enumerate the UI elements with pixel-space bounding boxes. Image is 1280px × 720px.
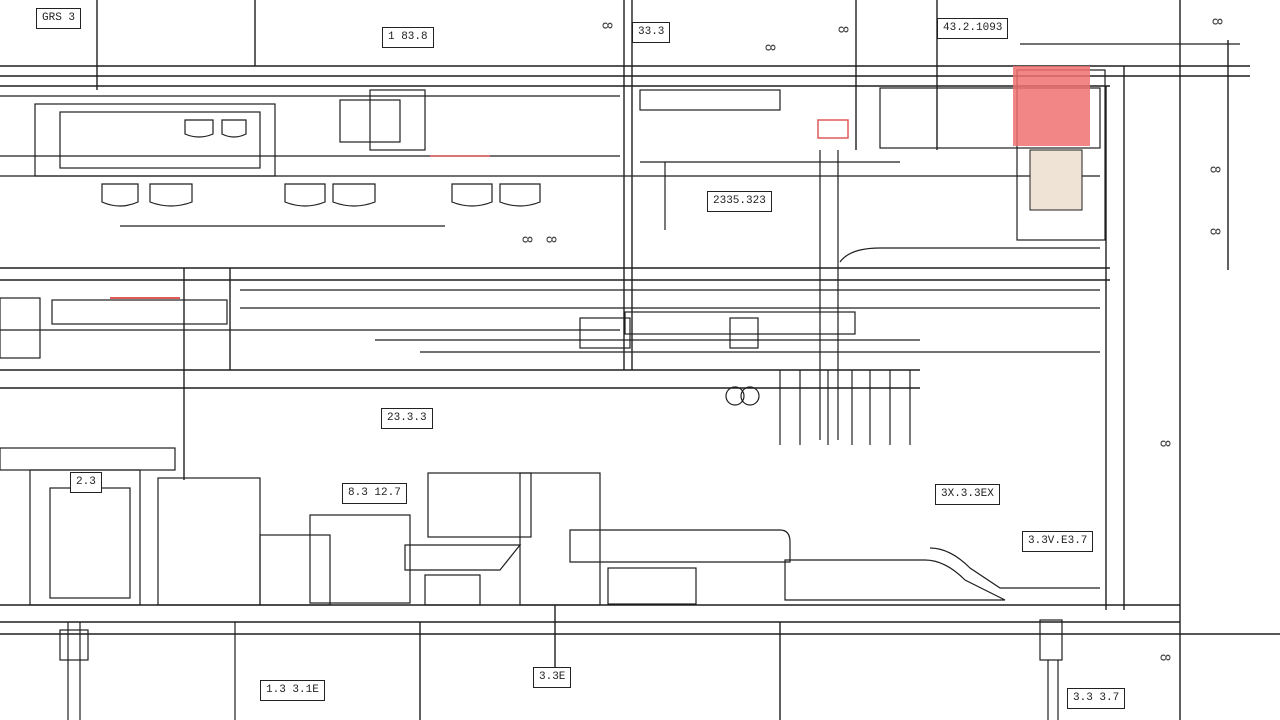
- upper-equipment: [0, 43, 1240, 440]
- ref-mark: 8: [1206, 227, 1222, 236]
- tag-grs: GRS 3: [36, 8, 82, 29]
- tag-33v: 3.3V.E3.7: [1022, 531, 1094, 552]
- ref-mark: 8: [518, 235, 534, 244]
- ref-mark: 8: [1208, 17, 1224, 26]
- highlights: [110, 66, 1090, 299]
- ref-mark: 8: [1206, 165, 1222, 174]
- tag-3337: 3.3 3.7: [1067, 688, 1126, 709]
- tag-8312: 8.3 12.7: [342, 483, 407, 504]
- tag-2335: 2335.323: [707, 191, 772, 212]
- tan-panel: [1029, 149, 1083, 211]
- ref-mark: 8: [1156, 653, 1172, 662]
- tag-432: 43.2.1093: [937, 18, 1009, 39]
- highlight-zone: [1013, 66, 1090, 146]
- tag-1331: 1.3 3.1E: [260, 680, 325, 701]
- ref-mark: 8: [1156, 439, 1172, 448]
- tag-233: 23.3.3: [381, 408, 433, 429]
- tag-3x3: 3X.3.3EX: [935, 484, 1000, 505]
- ref-mark: 8: [542, 235, 558, 244]
- ref-mark: 8: [598, 21, 614, 30]
- tag-33e: 3.3E: [533, 667, 572, 688]
- tag-33: 33.3: [632, 22, 671, 43]
- tag-183: 1 83.8: [382, 27, 434, 48]
- ref-mark: 8: [761, 43, 777, 52]
- lower-equipment: [0, 447, 1100, 720]
- tag-23: 2.3: [70, 472, 102, 493]
- ref-mark: 8: [834, 25, 850, 34]
- mid-equipment: [0, 289, 1100, 445]
